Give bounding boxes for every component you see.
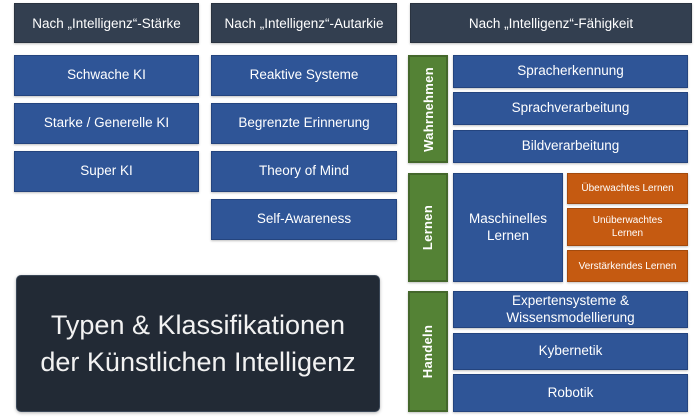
column-header-autarkie: Nach „Intelligenz“-Autarkie bbox=[211, 3, 397, 43]
box-self-awareness: Self-Awareness bbox=[211, 199, 397, 240]
box-reaktive-systeme: Reaktive Systeme bbox=[211, 55, 397, 96]
diagram-title-card: Typen & Klassifikationen der Künstlichen… bbox=[16, 275, 380, 412]
group-label-handeln-text: Handeln bbox=[420, 324, 436, 379]
diagram-title-line2: der Künstlichen Intelligenz bbox=[40, 346, 356, 377]
box-begrenzte-erinnerung: Begrenzte Erinnerung bbox=[211, 103, 397, 144]
box-spracherkennung: Spracherkennung bbox=[453, 55, 688, 88]
box-verstaerkendes-lernen: Verstärkendes Lernen bbox=[567, 250, 688, 282]
box-sprachverarbeitung: Sprachverarbeitung bbox=[453, 92, 688, 125]
group-label-lernen-text: Lernen bbox=[420, 204, 436, 251]
box-schwache-ki: Schwache KI bbox=[14, 55, 199, 96]
group-label-wahrnehmen-text: Wahrnehmen bbox=[420, 66, 436, 152]
box-theory-of-mind: Theory of Mind bbox=[211, 151, 397, 192]
box-expertensysteme: Expertensysteme & Wissensmodellierung bbox=[453, 291, 688, 328]
diagram-title-line1: Typen & Klassifikationen bbox=[50, 310, 346, 341]
box-ueberwachtes-lernen: Überwachtes Lernen bbox=[567, 173, 688, 204]
box-robotik: Robotik bbox=[453, 374, 688, 412]
box-starke-generelle-ki: Starke / Generelle KI bbox=[14, 103, 199, 144]
box-kybernetik: Kybernetik bbox=[453, 333, 688, 370]
column-header-staerke: Nach „Intelligenz“-Stärke bbox=[14, 3, 199, 43]
box-bildverarbeitung: Bildverarbeitung bbox=[453, 130, 688, 163]
group-label-handeln: Handeln bbox=[408, 291, 448, 412]
box-super-ki: Super KI bbox=[14, 151, 199, 192]
group-label-lernen: Lernen bbox=[408, 173, 448, 282]
box-unueberwachtes-lernen: Unüberwachtes Lernen bbox=[567, 208, 688, 246]
group-label-wahrnehmen: Wahrnehmen bbox=[408, 55, 448, 163]
box-maschinelles-lernen: Maschinelles Lernen bbox=[453, 173, 563, 282]
column-header-faehigkeit: Nach „Intelligenz“-Fähigkeit bbox=[410, 3, 692, 43]
